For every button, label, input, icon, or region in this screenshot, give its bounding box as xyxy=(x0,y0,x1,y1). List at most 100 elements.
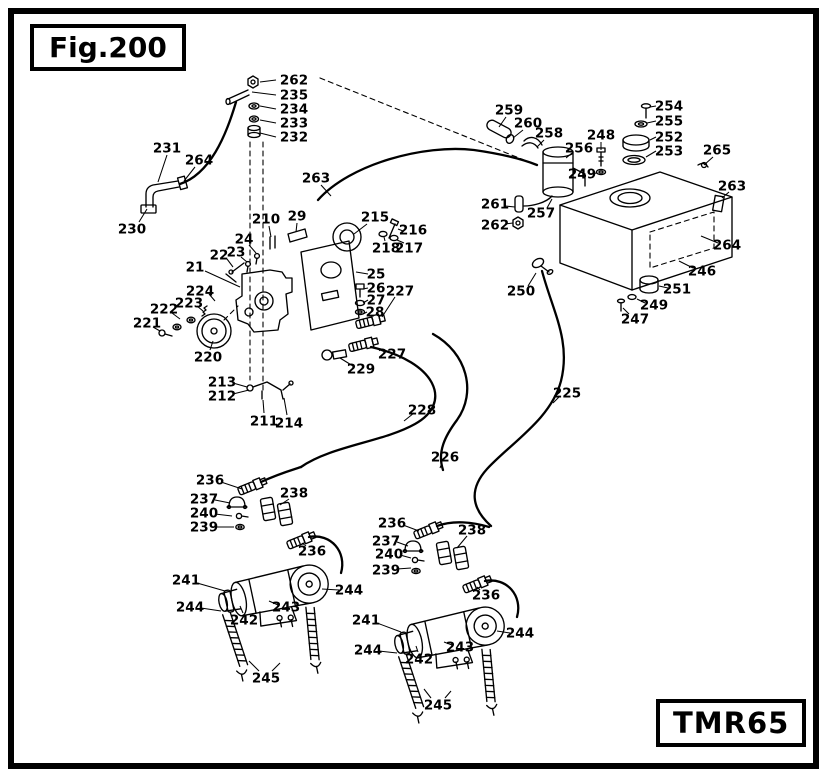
part-number-label: 249 xyxy=(640,298,668,314)
part-number-label: 216 xyxy=(399,223,427,239)
leader-line xyxy=(622,307,630,315)
leader-line xyxy=(301,542,307,547)
part-number-label: 214 xyxy=(275,416,303,432)
leader-line xyxy=(383,236,386,242)
leader-line xyxy=(589,172,598,175)
leader-line xyxy=(649,105,657,108)
part-number-label: 211 xyxy=(250,414,278,430)
leader-line xyxy=(271,662,281,672)
leader-line xyxy=(353,223,368,235)
part-number-label: 27 xyxy=(367,293,386,309)
leader-line xyxy=(378,650,398,654)
part-number-label: 244 xyxy=(354,643,382,659)
part-number-label: 255 xyxy=(655,114,683,130)
figure-number-label: Fig.200 xyxy=(49,31,167,64)
leader-line xyxy=(259,119,277,124)
part-number-label: 223 xyxy=(175,296,203,312)
part-number-label: 28 xyxy=(366,305,385,321)
part-number-label: 224 xyxy=(186,284,214,300)
part-number-label: 263 xyxy=(718,179,746,195)
leader-line xyxy=(498,116,507,128)
leader-line xyxy=(658,285,669,289)
leader-line xyxy=(396,239,405,244)
part-number-label: 260 xyxy=(514,116,542,132)
leader-line xyxy=(399,554,412,559)
leader-line xyxy=(552,396,560,404)
model-number-box: TMR65 xyxy=(656,699,807,747)
part-number-label: 244 xyxy=(506,626,534,642)
leader-line xyxy=(496,630,511,634)
leader-line xyxy=(152,326,161,332)
part-number-label: 228 xyxy=(408,403,436,419)
part-number-label: 252 xyxy=(655,130,683,146)
leader-line xyxy=(248,244,257,254)
leader-line xyxy=(251,91,277,96)
part-number-label: 242 xyxy=(405,652,433,668)
part-number-label: 241 xyxy=(172,573,200,589)
part-number-label: 29 xyxy=(288,209,307,225)
part-number-label: 265 xyxy=(703,143,731,159)
part-number-label: 229 xyxy=(347,362,375,378)
part-number-label: 263 xyxy=(302,171,330,187)
part-number-label: 21 xyxy=(186,260,205,276)
breather-parts-group xyxy=(225,75,525,395)
leader-line xyxy=(504,222,514,225)
vent-elbow-group xyxy=(140,100,238,214)
leader-line xyxy=(283,397,288,416)
part-number-label: 22 xyxy=(210,248,229,264)
part-number-label: 239 xyxy=(372,563,400,579)
leader-line xyxy=(423,688,432,699)
leader-line xyxy=(204,270,241,288)
leader-line xyxy=(362,311,368,315)
leader-line xyxy=(138,208,148,223)
overflow-pipe-group xyxy=(246,380,294,400)
part-number-label: 254 xyxy=(655,99,683,115)
leader-line xyxy=(381,296,396,318)
part-number-label: 240 xyxy=(375,547,403,563)
part-number-label: 230 xyxy=(118,222,146,238)
leader-line xyxy=(636,298,646,304)
leader-line xyxy=(320,184,332,197)
part-number-label: 240 xyxy=(190,506,218,522)
leader-line xyxy=(259,79,277,83)
part-number-label: 241 xyxy=(352,613,380,629)
leader-line xyxy=(372,346,386,353)
part-number-label: 233 xyxy=(280,116,308,132)
leader-line xyxy=(248,660,260,672)
part-number-label: 250 xyxy=(507,284,535,300)
part-number-label: 218 xyxy=(372,241,400,257)
part-number-label: 244 xyxy=(335,583,363,599)
leader-line xyxy=(362,299,369,304)
leader-line xyxy=(678,260,694,269)
leader-line xyxy=(565,152,573,159)
leader-line xyxy=(649,136,657,141)
part-number-label: 264 xyxy=(185,153,213,169)
part-number-label: 256 xyxy=(565,141,593,157)
part-number-label: 210 xyxy=(252,212,280,228)
part-number-label: 253 xyxy=(655,144,683,160)
part-number-label: 249 xyxy=(568,167,596,183)
leader-line xyxy=(232,382,248,388)
leader-line xyxy=(157,154,168,183)
part-number-label: 227 xyxy=(378,347,406,363)
leader-line xyxy=(376,622,402,633)
leader-line xyxy=(415,645,419,653)
leader-line xyxy=(402,524,420,532)
leader-line xyxy=(646,120,657,124)
part-number-label: 221 xyxy=(133,316,161,332)
part-number-label: 246 xyxy=(688,264,716,280)
leader-line xyxy=(321,588,340,591)
leader-line xyxy=(439,462,443,469)
leader-line xyxy=(444,690,452,699)
leader-line xyxy=(295,222,298,233)
part-number-label: 248 xyxy=(587,128,615,144)
part-number-label: 220 xyxy=(194,350,222,366)
part-number-label: 236 xyxy=(378,516,406,532)
leader-line xyxy=(262,399,265,414)
part-number-label: 262 xyxy=(280,73,308,89)
leader-line xyxy=(396,541,409,547)
leader-line xyxy=(220,481,243,490)
leader-line xyxy=(232,389,250,395)
